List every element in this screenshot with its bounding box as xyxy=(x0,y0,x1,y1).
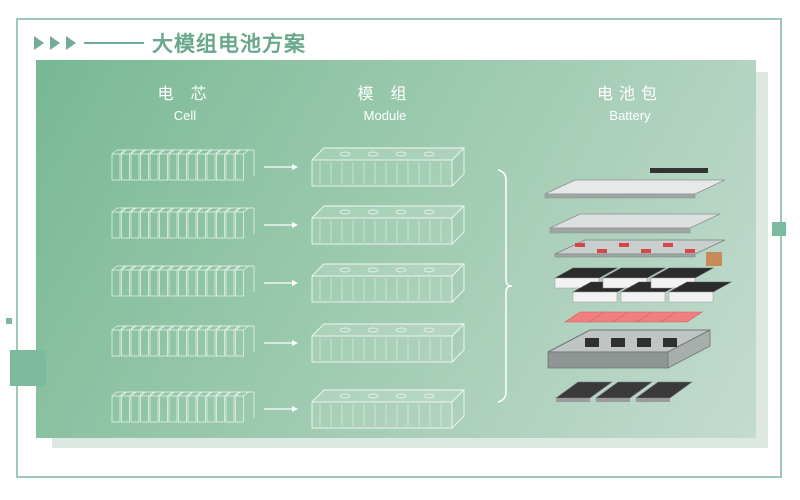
column-header-zh: 电池包 xyxy=(596,84,663,103)
cell-module-side xyxy=(572,291,618,303)
bracket-layer xyxy=(497,169,513,403)
harness-connector xyxy=(619,243,629,247)
process-row xyxy=(111,263,466,303)
tray-slot xyxy=(637,338,651,347)
page-title: 大模组电池方案 xyxy=(152,32,306,56)
column-header-zh: 模 组 xyxy=(357,84,413,103)
arrow-icon xyxy=(34,36,44,50)
cell-stack xyxy=(111,207,255,239)
module-box xyxy=(311,323,466,363)
tray-slot xyxy=(585,338,599,347)
arrow-head-icon xyxy=(292,164,298,170)
harness-connector xyxy=(685,249,695,253)
column-header-en: Cell xyxy=(173,108,197,123)
column-header-cell: 电 芯 Cell xyxy=(135,80,235,123)
cell-stack xyxy=(111,325,255,357)
harness-plug xyxy=(706,252,722,266)
tray-frame-side xyxy=(547,351,669,369)
top-cover-strip xyxy=(650,168,708,173)
harness-connector xyxy=(575,243,585,247)
harness-connector xyxy=(641,249,651,253)
module-box xyxy=(311,205,466,245)
process-row xyxy=(111,205,466,245)
top-cover xyxy=(544,179,726,195)
process-row xyxy=(111,323,466,363)
column-header-en: Battery xyxy=(609,108,651,123)
arrow-icon xyxy=(66,36,76,50)
column-header-zh: 电 芯 xyxy=(157,84,213,103)
decorative-dot-left xyxy=(6,318,12,324)
tray-frame-end xyxy=(667,329,711,369)
column-header-battery: 电池包 Battery xyxy=(580,80,680,123)
cell-module-side xyxy=(668,291,714,303)
outer-frame xyxy=(16,18,782,478)
column-header-module: 模 组 Module xyxy=(335,80,435,123)
arrow-head-icon xyxy=(292,340,298,346)
cell-stack xyxy=(111,391,255,423)
tray-slot xyxy=(663,338,677,347)
base-plate-edge xyxy=(596,398,630,402)
wiring-harness-side xyxy=(554,253,696,258)
arrow-head-icon xyxy=(292,406,298,412)
cell-stack xyxy=(111,149,255,181)
base-plate-edge xyxy=(636,398,670,402)
arrow-head-icon xyxy=(292,280,298,286)
cover-plate xyxy=(549,213,721,229)
title-bar: 大模组电池方案 xyxy=(34,28,314,58)
decorative-square-right xyxy=(772,222,786,236)
decorative-square-left xyxy=(10,350,46,386)
process-row xyxy=(111,147,466,187)
rows-layer xyxy=(111,147,466,429)
cover-plate-side xyxy=(549,227,691,234)
title-divider-line xyxy=(84,42,144,44)
harness-connector xyxy=(663,243,673,247)
column-header-en: Module xyxy=(363,108,407,123)
heating-pad xyxy=(660,311,703,323)
cell-stack xyxy=(111,265,255,297)
module-box xyxy=(311,389,466,429)
top-cover-side xyxy=(544,193,696,199)
module-box xyxy=(311,263,466,303)
base-plate-edge xyxy=(556,398,590,402)
tray-slot xyxy=(611,338,625,347)
arrow-head-icon xyxy=(292,222,298,228)
arrow-icon xyxy=(50,36,60,50)
battery-pack-exploded xyxy=(544,168,733,402)
module-box xyxy=(311,147,466,187)
harness-connector xyxy=(597,249,607,253)
cell-module-side xyxy=(620,291,666,303)
process-row xyxy=(111,389,466,429)
grouping-bracket xyxy=(497,169,513,403)
